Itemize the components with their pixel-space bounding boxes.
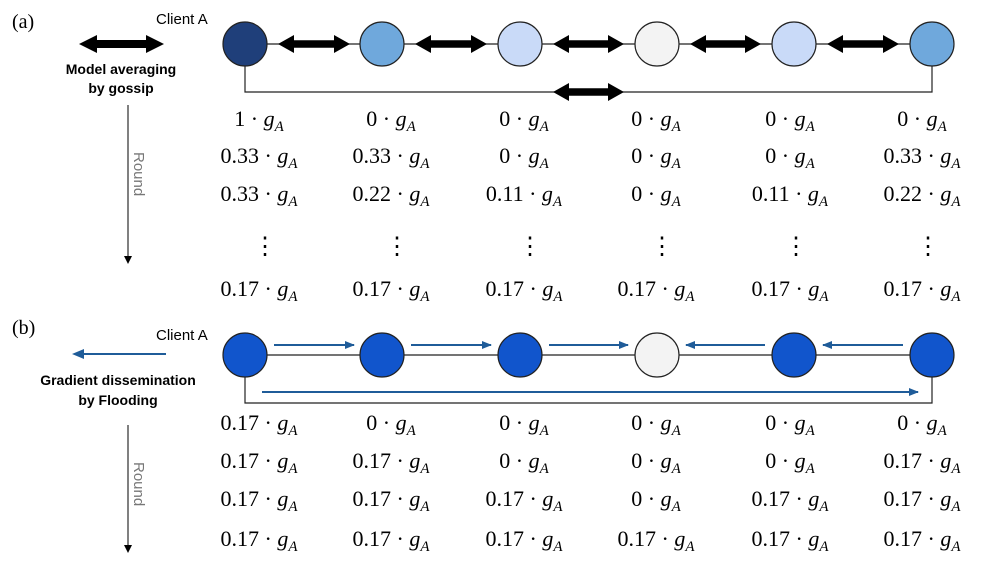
- panel-a-legend-line1: Model averaging: [66, 61, 176, 77]
- panel-a-nodes: [222, 21, 955, 67]
- panel-a-letter: (a): [12, 11, 34, 33]
- panel-a: (a) Client A Model averaging by gossip R…: [12, 11, 961, 305]
- panel-a-cell-r4-c6: 0.17 · gA: [884, 276, 962, 305]
- panel-a-cell-r3-c1: 0.33 · gA: [221, 181, 299, 210]
- panel-a-cell-r1-c1: 1 · gA: [234, 106, 284, 135]
- legend-double-arrow-icon: [79, 35, 164, 53]
- panel-b-cell-r2-c6: 0.17 · gA: [884, 448, 962, 477]
- legend-left-arrow-icon: [72, 349, 166, 359]
- panel-a-cell-r4-c4: 0.17 · gA: [618, 276, 696, 305]
- panel-a-node-5: [771, 21, 817, 67]
- panel-b-cell-r3-c2: 0.17 · gA: [353, 486, 431, 515]
- panel-b-edges: [244, 354, 933, 404]
- panel-a-gossip-arrows: [278, 35, 899, 101]
- panel-a-vdots-c1: ⋮: [253, 234, 277, 260]
- panel-a-node-6: [909, 21, 955, 67]
- panel-b-cell-r2-c5: 0 · gA: [765, 448, 815, 477]
- panel-b-cell-r4-c4: 0.17 · gA: [618, 526, 696, 555]
- panel-b-cell-r3-c6: 0.17 · gA: [884, 486, 962, 515]
- panel-a-cell-r4-c3: 0.17 · gA: [486, 276, 564, 305]
- panel-a-cell-r2-c5: 0 · gA: [765, 143, 815, 172]
- panel-a-cell-r2-c1: 0.33 · gA: [221, 143, 299, 172]
- panel-a-node-3: [497, 21, 543, 67]
- panel-a-cell-r4-c5: 0.17 · gA: [752, 276, 830, 305]
- panel-a-cell-r3-c4: 0 · gA: [631, 181, 681, 210]
- panel-b-value-table: 0.17 · gA 0 · gA 0 · gA 0 · gA 0 · gA 0 · gA 0…: [221, 410, 962, 555]
- panel-a-edges: [244, 43, 933, 93]
- panel-b-cell-r3-c1: 0.17 · gA: [221, 486, 299, 515]
- panel-b-node-6: [909, 332, 955, 378]
- panel-b-round-label: Round: [130, 462, 147, 506]
- panel-a-node-1: [222, 21, 268, 67]
- panel-b-cell-r4-c1: 0.17 · gA: [221, 526, 299, 555]
- panel-b-legend-line2: by Flooding: [78, 392, 157, 408]
- panel-b-cell-r1-c4: 0 · gA: [631, 410, 681, 439]
- panel-a-vdots-c6: ⋮: [916, 234, 940, 260]
- panel-a-round-arrow: [124, 105, 132, 264]
- panel-b-cell-r1-c2: 0 · gA: [366, 410, 416, 439]
- panel-a-cell-r4-c1: 0.17 · gA: [221, 276, 299, 305]
- panel-b-node-1: [222, 332, 268, 378]
- panel-b-letter: (b): [12, 317, 35, 339]
- panel-b-cell-r1-c1: 0.17 · gA: [221, 410, 299, 439]
- panel-a-cell-r3-c6: 0.22 · gA: [884, 181, 962, 210]
- panel-a-cell-r1-c6: 0 · gA: [897, 106, 947, 135]
- panel-b-node-4: [634, 332, 680, 378]
- panel-b-cell-r2-c2: 0.17 · gA: [353, 448, 431, 477]
- panel-b-client-label: Client A: [156, 327, 208, 344]
- panel-b-cell-r4-c2: 0.17 · gA: [353, 526, 431, 555]
- panel-b-node-3: [497, 332, 543, 378]
- panel-a-cell-r3-c3: 0.11 · gA: [486, 181, 563, 210]
- panel-b-cell-r1-c3: 0 · gA: [499, 410, 549, 439]
- panel-b-cell-r2-c3: 0 · gA: [499, 448, 549, 477]
- panel-b-cell-r3-c4: 0 · gA: [631, 486, 681, 515]
- panel-a-cell-r2-c4: 0 · gA: [631, 143, 681, 172]
- panel-b-round-arrow: [124, 425, 132, 553]
- panel-a-cell-r1-c5: 0 · gA: [765, 106, 815, 135]
- gossip-arrow-1-2: [278, 35, 350, 53]
- panel-a-cell-r1-c4: 0 · gA: [631, 106, 681, 135]
- panel-a-cell-r2-c6: 0.33 · gA: [884, 143, 962, 172]
- panel-a-cell-r2-c2: 0.33 · gA: [353, 143, 431, 172]
- panel-b-cell-r1-c5: 0 · gA: [765, 410, 815, 439]
- panel-a-cell-r1-c3: 0 · gA: [499, 106, 549, 135]
- panel-a-cell-r2-c3: 0 · gA: [499, 143, 549, 172]
- panel-b: (b) Client A Gradient dissemination by F…: [12, 317, 961, 555]
- panel-b-legend-line1: Gradient dissemination: [40, 372, 196, 388]
- panel-a-cell-r3-c2: 0.22 · gA: [353, 181, 431, 210]
- panel-a-cell-r1-c2: 0 · gA: [366, 106, 416, 135]
- gossip-arrow-4-5: [690, 35, 761, 53]
- panel-a-vdots-c5: ⋮: [784, 234, 808, 260]
- panel-b-cell-r4-c5: 0.17 · gA: [752, 526, 830, 555]
- panel-b-cell-r2-c4: 0 · gA: [631, 448, 681, 477]
- panel-b-cell-r4-c3: 0.17 · gA: [486, 526, 564, 555]
- panel-b-node-2: [359, 332, 405, 378]
- panel-a-vdots-c4: ⋮: [650, 234, 674, 260]
- panel-a-client-label: Client A: [156, 11, 208, 28]
- gossip-arrow-5-6: [827, 35, 899, 53]
- panel-b-flooding-arrows: [262, 341, 919, 396]
- panel-b-cell-r1-c6: 0 · gA: [897, 410, 947, 439]
- gossip-arrow-3-4: [553, 35, 624, 53]
- panel-b-node-5: [771, 332, 817, 378]
- panel-a-round-label: Round: [130, 152, 147, 196]
- panel-a-vdots-c2: ⋮: [385, 234, 409, 260]
- panel-a-value-table: 1 · gA 0 · gA 0 · gA 0 · gA 0 · gA 0 · gA 0.33…: [221, 106, 962, 305]
- panel-b-cell-r3-c3: 0.17 · gA: [486, 486, 564, 515]
- panel-a-legend-line2: by gossip: [88, 80, 153, 96]
- panel-a-vdots-c3: ⋮: [518, 234, 542, 260]
- panel-a-cell-r4-c2: 0.17 · gA: [353, 276, 431, 305]
- panel-b-cell-r3-c5: 0.17 · gA: [752, 486, 830, 515]
- panel-b-cell-r2-c1: 0.17 · gA: [221, 448, 299, 477]
- panel-a-node-4: [634, 21, 680, 67]
- panel-b-nodes: [222, 332, 955, 378]
- panel-b-cell-r4-c6: 0.17 · gA: [884, 526, 962, 555]
- gossip-arrow-1-6: [553, 83, 624, 101]
- panel-a-cell-r3-c5: 0.11 · gA: [752, 181, 829, 210]
- gossip-arrow-2-3: [415, 35, 487, 53]
- panel-a-node-2: [359, 21, 405, 67]
